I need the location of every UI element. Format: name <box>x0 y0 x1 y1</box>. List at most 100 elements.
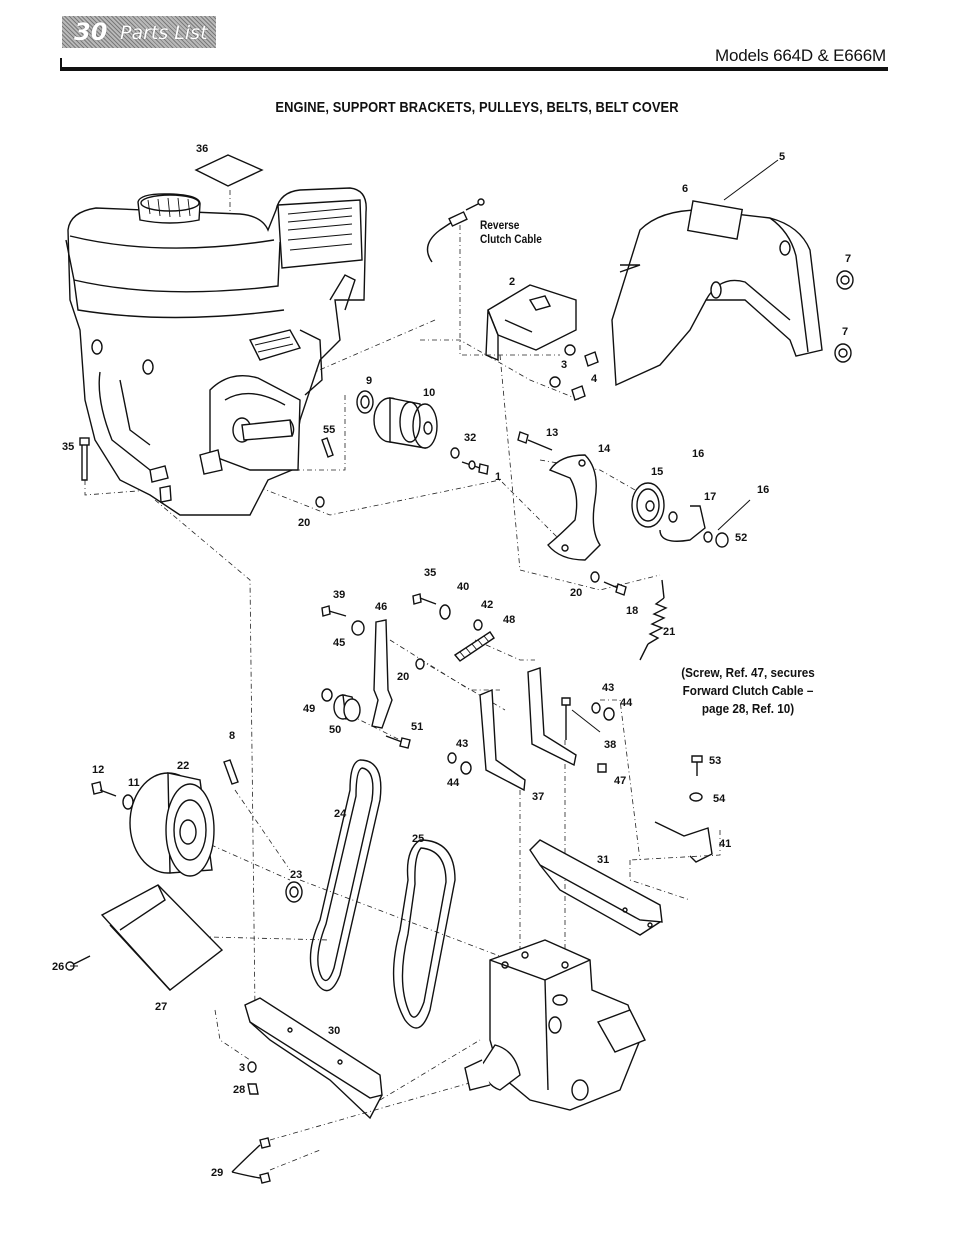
svg-text:44: 44 <box>447 777 460 789</box>
note-line-3: page 28, Ref. 10) <box>701 701 795 716</box>
svg-text:20: 20 <box>298 517 310 529</box>
svg-text:48: 48 <box>503 614 515 626</box>
header-tick <box>60 58 62 70</box>
part-20-washer-b <box>590 571 600 583</box>
svg-text:51: 51 <box>411 721 423 733</box>
part-43-washer <box>447 752 457 764</box>
part-16-washer-b <box>703 531 713 543</box>
part-25-belt <box>392 839 456 1029</box>
part-39-bolt <box>321 605 347 617</box>
part-28-nut <box>247 1083 259 1095</box>
callout-numbers: 36 5 6 7 7 2 3 4 9 10 55 32 1 13 14 16 1… <box>52 143 851 1179</box>
svg-text:31: 31 <box>597 854 609 866</box>
svg-text:14: 14 <box>598 443 611 455</box>
svg-text:36: 36 <box>196 143 208 155</box>
part-6-belt-cover <box>611 200 823 387</box>
svg-text:2: 2 <box>509 276 515 288</box>
part-20-washer <box>315 496 325 508</box>
svg-text:50: 50 <box>329 724 341 736</box>
svg-text:17: 17 <box>704 491 716 503</box>
part-44-nut <box>460 761 472 775</box>
part-32-washer <box>450 447 460 459</box>
part-22-engine-pulley <box>129 772 215 877</box>
svg-text:39: 39 <box>333 589 345 601</box>
part-55-key <box>321 437 334 458</box>
svg-text:20: 20 <box>570 587 582 599</box>
header-tab: 30 Parts List <box>62 16 216 48</box>
cable-label-line-1: Reverse <box>480 220 520 232</box>
svg-text:37: 37 <box>532 791 544 803</box>
part-50-roller <box>333 694 361 722</box>
svg-text:46: 46 <box>375 601 387 613</box>
hardware-3-4 <box>549 344 599 401</box>
part-43-bracket-a <box>479 688 526 792</box>
part-24-belt <box>309 759 382 992</box>
svg-text:3: 3 <box>239 1062 245 1074</box>
part-36-decal <box>194 154 264 187</box>
svg-text:29: 29 <box>211 1167 223 1179</box>
svg-text:43: 43 <box>602 682 614 694</box>
part-43-bracket-b <box>527 667 577 767</box>
svg-text:45: 45 <box>333 637 345 649</box>
svg-text:11: 11 <box>128 777 140 789</box>
part-2-bracket <box>485 284 577 362</box>
reverse-clutch-cable-label: Reverse Clutch Cable <box>480 219 542 247</box>
part-30-bracket <box>244 997 383 1099</box>
reverse-clutch-cable <box>426 198 485 263</box>
part-3-washer <box>247 1061 257 1073</box>
svg-text:15: 15 <box>651 466 663 478</box>
part-15-idler-pulley <box>631 482 665 528</box>
svg-text:6: 6 <box>682 183 688 195</box>
part-44-nut-b <box>603 707 615 721</box>
svg-text:22: 22 <box>177 760 189 772</box>
part-8-key <box>223 759 239 785</box>
svg-text:16: 16 <box>692 448 704 460</box>
part-29-bolts <box>231 1137 271 1184</box>
part-16-washer <box>668 511 678 523</box>
svg-text:24: 24 <box>334 808 347 820</box>
diagram-title: ENGINE, SUPPORT BRACKETS, PULLEYS, BELTS… <box>275 99 679 116</box>
svg-text:20: 20 <box>397 671 409 683</box>
part-45-washer <box>351 620 365 636</box>
svg-text:18: 18 <box>626 605 638 617</box>
part-21-spring <box>639 579 668 661</box>
part-52-nut <box>715 532 729 548</box>
models-label: Models 664D & E666M <box>714 46 886 65</box>
part-35-bolt <box>79 437 90 481</box>
svg-text:40: 40 <box>457 581 469 593</box>
svg-text:43: 43 <box>456 738 468 750</box>
svg-text:38: 38 <box>604 739 616 751</box>
screw-note: (Screw, Ref. 47, secures Forward Clutch … <box>660 664 836 718</box>
svg-text:13: 13 <box>546 427 558 439</box>
part-43-washer-b <box>591 702 601 714</box>
svg-text:23: 23 <box>290 869 302 881</box>
note-line-2: Forward Clutch Cable – <box>682 683 814 698</box>
part-1-bolt <box>461 460 489 475</box>
svg-text:49: 49 <box>303 703 315 715</box>
svg-text:26: 26 <box>52 961 64 973</box>
part-26-screw <box>65 955 91 971</box>
cable-label-line-2: Clutch Cable <box>480 234 542 246</box>
part-47-screw <box>597 763 607 773</box>
svg-text:54: 54 <box>713 793 726 805</box>
svg-text:5: 5 <box>779 151 785 163</box>
part-17-spring <box>659 505 706 542</box>
svg-text:41: 41 <box>719 838 731 850</box>
callout-pointers <box>70 159 779 967</box>
part-20-washer-c <box>415 658 425 670</box>
transmission-gearbox <box>464 939 646 1111</box>
svg-text:3: 3 <box>561 359 567 371</box>
part-38-screw <box>561 697 571 740</box>
svg-text:8: 8 <box>229 730 235 742</box>
svg-text:4: 4 <box>591 373 598 385</box>
svg-text:32: 32 <box>464 432 476 444</box>
svg-text:28: 28 <box>233 1084 245 1096</box>
svg-text:35: 35 <box>62 441 74 453</box>
part-7-nuts <box>834 270 854 363</box>
page-number: 30 <box>74 18 108 46</box>
svg-text:1: 1 <box>495 471 501 483</box>
svg-text:12: 12 <box>92 764 104 776</box>
part-54-washer <box>689 792 703 802</box>
